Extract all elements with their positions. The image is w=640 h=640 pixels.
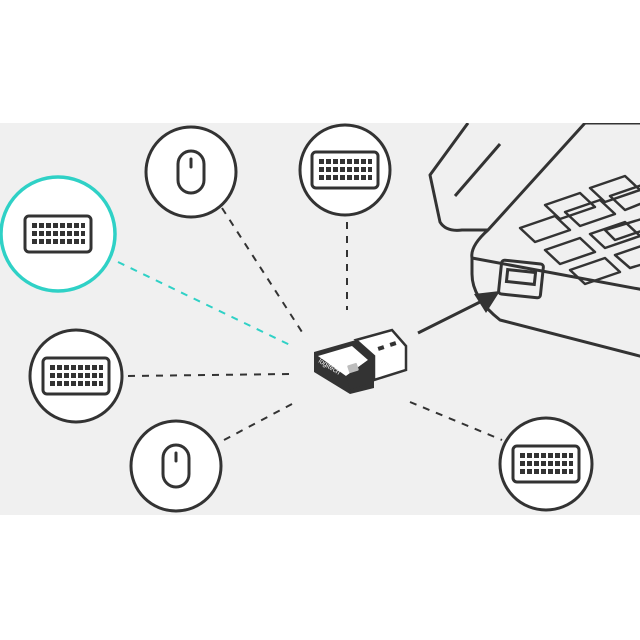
device-keyboard-left-highlighted[interactable] — [0, 175, 117, 293]
link-keyboard-left — [127, 373, 291, 377]
link-keyboard-highlighted — [117, 261, 291, 346]
link-mouse-top — [221, 207, 303, 333]
device-keyboard-left[interactable] — [28, 328, 124, 424]
laptop-keys — [518, 174, 640, 286]
diagram-canvas: logitech — [0, 123, 640, 513]
device-mouse-bottom[interactable] — [129, 419, 223, 513]
device-keyboard-right[interactable] — [498, 416, 594, 512]
usb-receiver-icon: logitech — [314, 328, 408, 394]
usb-port-icon — [497, 258, 545, 300]
link-keyboard-right — [409, 401, 503, 441]
laptop-icon — [428, 123, 640, 358]
device-mouse-top[interactable] — [144, 125, 238, 219]
plug-in-arrow — [417, 291, 500, 335]
connection-lines — [127, 207, 503, 441]
link-mouse-bottom — [223, 403, 293, 441]
device-keyboard-top[interactable] — [298, 123, 392, 217]
diagram-panel: logitech — [0, 123, 640, 515]
